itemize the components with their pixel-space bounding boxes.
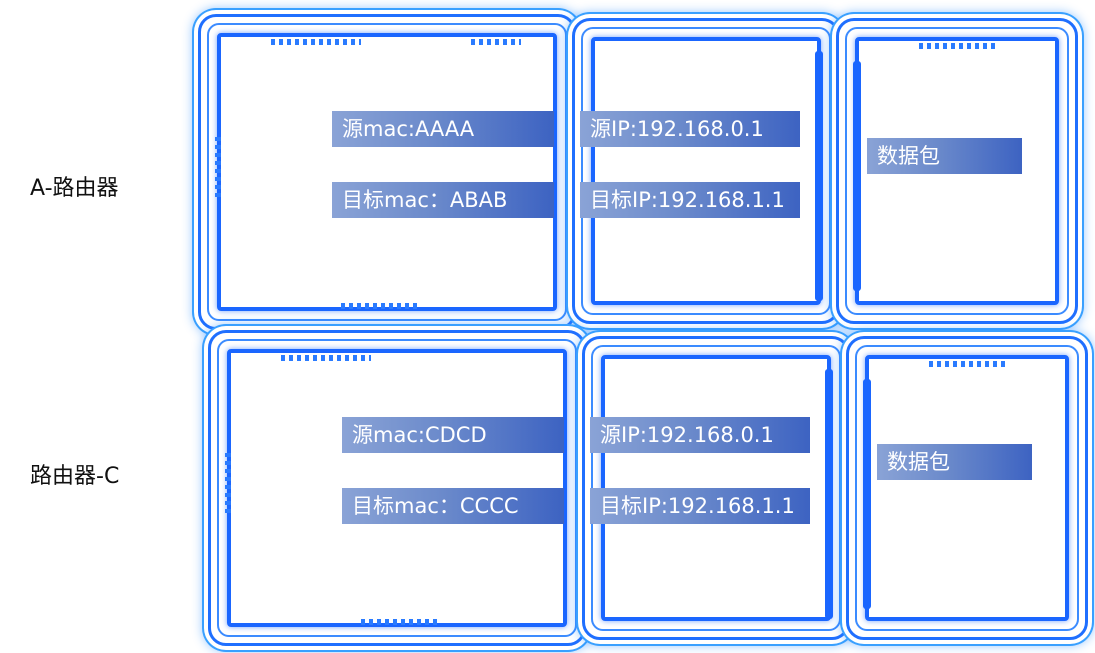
dst-ip-field: 目标IP:192.168.1.1 (590, 488, 810, 524)
src-mac-field: 源mac:CDCD (342, 417, 564, 453)
row-label-a-router: A-路由器 (30, 176, 119, 201)
mac-header-inner-1 (217, 33, 557, 311)
payload-field: 数据包 (877, 444, 1032, 480)
decor-stripes (919, 43, 999, 49)
decor-stripes (361, 619, 441, 625)
ip-header-inner-1 (591, 37, 821, 305)
decor-stripes (215, 137, 221, 197)
decor-stripes (471, 39, 521, 45)
payload-field: 数据包 (867, 138, 1022, 174)
decor-stripes (929, 361, 1009, 367)
payload-inner-2 (865, 355, 1069, 621)
dst-ip-field: 目标IP:192.168.1.1 (580, 182, 800, 218)
decor-bar (853, 61, 861, 291)
src-ip-field: 源IP:192.168.0.1 (580, 111, 800, 147)
src-mac-field: 源mac:AAAA (332, 111, 554, 147)
decor-stripes (225, 453, 231, 513)
dst-mac-field: 目标mac：CCCC (342, 488, 564, 524)
mac-header-frame-1 (198, 14, 576, 330)
row-label-router-c: 路由器-C (30, 464, 120, 489)
payload-frame-2 (846, 336, 1088, 640)
src-ip-field: 源IP:192.168.0.1 (590, 417, 810, 453)
decor-bar (815, 51, 823, 301)
dst-mac-field: 目标mac：ABAB (332, 182, 554, 218)
decor-stripes (341, 303, 421, 309)
decor-stripes (271, 39, 361, 45)
decor-bar (825, 369, 833, 619)
decor-stripes (281, 355, 371, 361)
ip-header-frame-1 (572, 18, 840, 324)
decor-bar (863, 379, 871, 609)
